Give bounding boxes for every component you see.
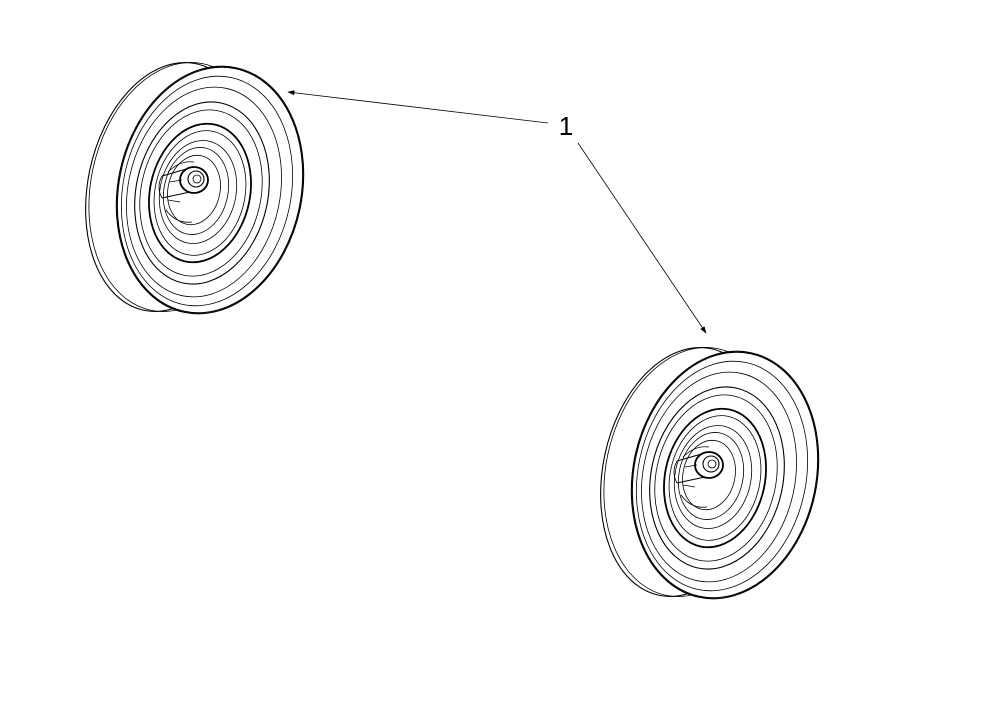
callout-label: 1 [559, 111, 573, 141]
wheel-upper-left [62, 44, 327, 333]
wheel-lower-right [577, 329, 842, 618]
leader-line-lower-wheel [577, 142, 707, 334]
leader-line-upper-wheel [287, 90, 549, 124]
